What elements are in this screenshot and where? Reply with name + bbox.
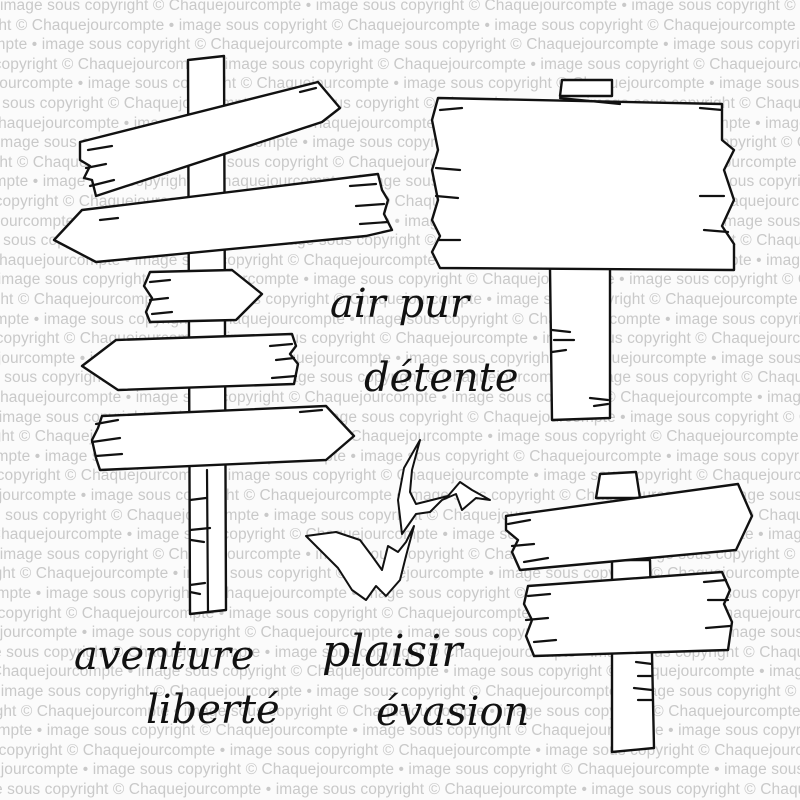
word-detente: détente xyxy=(364,355,519,401)
grass-tufts xyxy=(305,439,491,601)
rectangle-signpost-cap xyxy=(558,78,614,98)
word-air-pur: air pur xyxy=(330,281,469,327)
board-4-left xyxy=(80,332,300,392)
board-1-right xyxy=(78,80,342,198)
double-board-top xyxy=(504,482,754,572)
word-liberte: liberté xyxy=(146,687,280,733)
word-evasion: évasion xyxy=(376,689,530,735)
rectangle-signpost xyxy=(430,78,736,422)
grass-tuft-lower xyxy=(305,525,415,601)
word-aventure: aventure xyxy=(74,633,255,679)
word-plaisir: plaisir xyxy=(322,626,463,677)
grass-tuft-upper xyxy=(397,439,491,535)
board-3-right xyxy=(142,268,264,324)
double-signpost-cap xyxy=(594,470,642,500)
board-5-right xyxy=(90,404,356,472)
left-signpost xyxy=(52,54,394,616)
double-board-bottom xyxy=(522,570,734,658)
rectangle-board xyxy=(430,96,736,272)
double-signpost xyxy=(504,470,754,754)
rectangle-signpost-pole xyxy=(548,266,612,422)
